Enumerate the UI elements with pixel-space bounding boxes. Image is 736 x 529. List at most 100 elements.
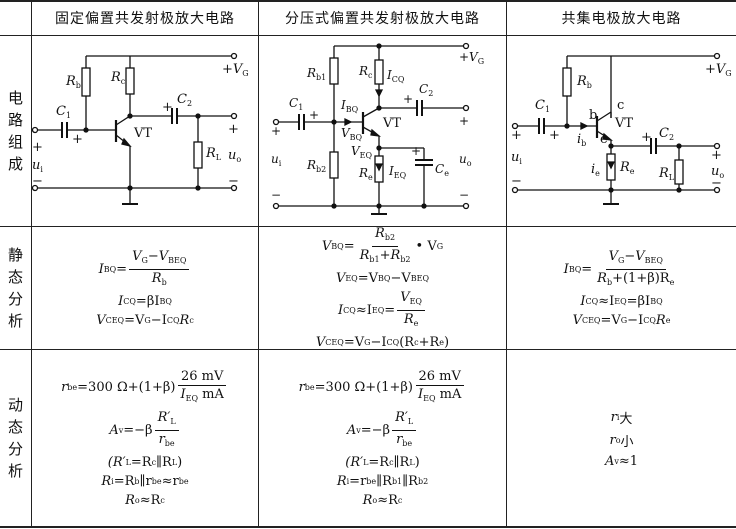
label-c2-plus: + bbox=[641, 130, 652, 145]
label-ui: ui bbox=[271, 152, 282, 168]
label-ie: ie bbox=[591, 162, 600, 178]
label-in-plus: + bbox=[32, 140, 43, 155]
label-uo: uo bbox=[228, 148, 242, 164]
label-out-plus: + bbox=[711, 148, 722, 163]
label-vt: VT bbox=[134, 126, 153, 141]
header-divider-bias: 分压式偏置共发射极放大电路 bbox=[285, 10, 480, 27]
label-c: c bbox=[617, 98, 625, 113]
label-c1: C1 bbox=[535, 98, 551, 114]
row-label-char: 静 bbox=[7, 246, 23, 264]
label-ce-plus: + bbox=[411, 144, 422, 158]
row-label-char: 态 bbox=[7, 418, 23, 436]
label-vg: +VG bbox=[705, 62, 732, 78]
label-out-plus: + bbox=[459, 114, 470, 128]
label-c2: C2 bbox=[659, 126, 675, 142]
row-label-char: 析 bbox=[7, 462, 23, 480]
label-vg: +VG bbox=[222, 62, 249, 78]
label-out-minus: − bbox=[711, 176, 722, 191]
label-ib: ib bbox=[577, 132, 587, 148]
row-label-char: 分 bbox=[7, 440, 23, 458]
border-top bbox=[0, 0, 736, 2]
row-label-static: 静 态 分 析 bbox=[0, 227, 31, 349]
label-rb2: Rb2 bbox=[307, 158, 327, 174]
col-divider-2 bbox=[258, 0, 259, 528]
label-ce: Ce bbox=[435, 162, 449, 178]
border-bottom bbox=[0, 526, 736, 528]
label-veq: VEQ bbox=[351, 144, 373, 160]
label-icq: ICQ bbox=[387, 68, 405, 84]
circuit-fixed-bias bbox=[32, 52, 238, 205]
label-rc: Rc bbox=[359, 64, 373, 80]
circuit-row-divider bbox=[0, 226, 736, 227]
label-c1: C1 bbox=[289, 96, 304, 112]
label-c2: C2 bbox=[419, 82, 434, 98]
circuit3-labels: +VG Rb C1 + b c VT ib e C2 + ie Re RL + … bbox=[507, 36, 736, 226]
label-ieq: IEQ bbox=[389, 164, 407, 180]
label-b: b bbox=[589, 108, 598, 123]
row-label-char: 态 bbox=[7, 268, 23, 286]
row-label-char: 析 bbox=[7, 312, 23, 330]
label-c1: C1 bbox=[56, 104, 72, 120]
label-c2-plus: + bbox=[403, 92, 414, 106]
label-rb: Rb bbox=[66, 74, 81, 90]
circuit-common-collector bbox=[511, 52, 721, 205]
label-vbq: VBQ bbox=[341, 126, 363, 142]
label-in-minus: − bbox=[511, 174, 522, 189]
row-label-circuit: 电 路 组 成 bbox=[0, 36, 31, 226]
row-label-char: 分 bbox=[7, 290, 23, 308]
label-c1-plus: + bbox=[72, 132, 83, 147]
label-c1-plus: + bbox=[549, 128, 560, 143]
circuit2-labels: +VG Rb1 Rc ICQ C2 + C1 + IBQ VBQ VT VEQ … bbox=[259, 36, 506, 226]
header-common-collector: 共集电极放大电路 bbox=[561, 10, 682, 27]
label-uo: uo bbox=[711, 164, 725, 180]
row-label-char: 成 bbox=[7, 155, 23, 173]
label-rl: RL bbox=[206, 146, 222, 162]
label-out-minus: − bbox=[228, 174, 239, 189]
label-re: Re bbox=[359, 166, 373, 182]
label-rc: Rc bbox=[111, 70, 126, 86]
circuit1-labels: +VG Rb Rc C1 + C2 + VT RL + ui − + uo − bbox=[32, 36, 258, 226]
row-label-char: 组 bbox=[7, 133, 23, 151]
header-divider bbox=[0, 35, 736, 36]
static-row-divider bbox=[0, 349, 736, 350]
circuit-divider-bias bbox=[272, 42, 470, 215]
label-rb: Rb bbox=[577, 74, 592, 90]
row-label-char: 动 bbox=[7, 396, 23, 414]
label-rl: RL bbox=[659, 166, 675, 182]
label-in-plus: + bbox=[271, 124, 282, 138]
label-out-plus: + bbox=[228, 122, 239, 137]
label-c2-plus: + bbox=[162, 100, 173, 115]
row-label-char: 路 bbox=[7, 111, 23, 129]
label-c2: C2 bbox=[177, 92, 193, 108]
label-in-plus: + bbox=[511, 128, 522, 143]
label-ui: ui bbox=[32, 158, 43, 174]
label-vt: VT bbox=[615, 116, 634, 131]
